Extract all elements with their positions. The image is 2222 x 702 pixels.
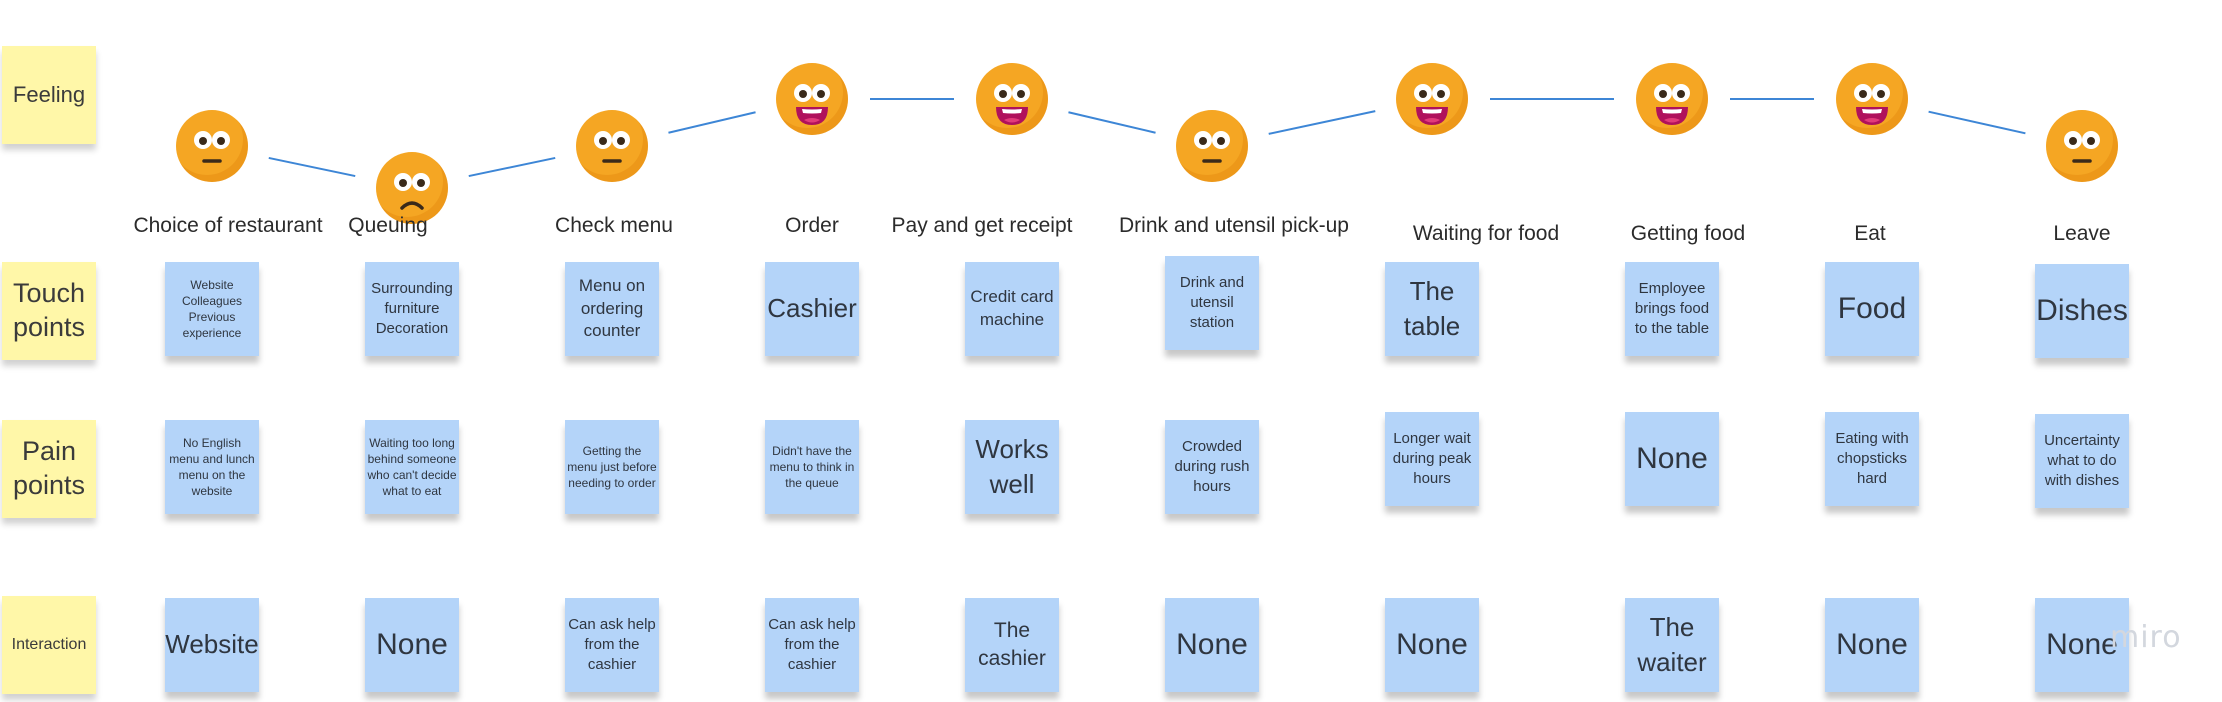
pain-sticky-note[interactable]: Uncertainty what to do with dishes: [2035, 414, 2129, 508]
interaction-sticky-note[interactable]: Website: [165, 598, 259, 692]
touch-sticky-note[interactable]: Surrounding furniture Decoration: [365, 262, 459, 356]
interaction-sticky-text: The waiter: [1637, 611, 1707, 677]
stage-label: Check menu: [555, 214, 673, 237]
miro-watermark: miro: [2110, 620, 2182, 655]
touch-sticky-text: Credit card machine: [970, 287, 1054, 329]
touch-sticky-text: Cashier: [767, 293, 857, 324]
pain-sticky-note[interactable]: Eating with chopsticks hard: [1825, 412, 1919, 506]
emotion-line-segment: [268, 156, 356, 178]
interaction-sticky-text: None: [1176, 627, 1248, 661]
pain-sticky-text: Uncertainty what to do with dishes: [2044, 431, 2120, 490]
touch-sticky-text: Employee brings food to the table: [1634, 279, 1710, 338]
interaction-sticky-text: None: [1836, 627, 1908, 661]
happy-face-icon: [776, 63, 848, 135]
interaction-sticky-note[interactable]: None: [2035, 598, 2129, 692]
touch-sticky-note[interactable]: Drink and utensil station: [1165, 256, 1259, 350]
touch-sticky-note[interactable]: Employee brings food to the table: [1625, 262, 1719, 356]
pain-sticky-text: Waiting too long behind someone who can'…: [367, 435, 457, 499]
touch-sticky-text: Drink and utensil station: [1179, 273, 1245, 332]
pain-sticky-note[interactable]: Works well: [965, 420, 1059, 514]
pain-sticky-text: None: [1636, 441, 1708, 475]
interaction-sticky-text: Can ask help from the cashier: [568, 615, 656, 674]
happy-face-icon: [1636, 63, 1708, 135]
touch-sticky-text: Food: [1837, 291, 1907, 325]
touch-sticky-note[interactable]: Cashier: [765, 262, 859, 356]
touch-sticky-text: The table: [1403, 275, 1461, 341]
emotion-line-segment: [1268, 110, 1376, 135]
touch-sticky-note[interactable]: Menu on ordering counter: [565, 262, 659, 356]
row-label-feeling: Feeling: [2, 46, 96, 144]
neutral-face-icon: [1176, 110, 1248, 182]
stage-label: Pay and get receipt: [891, 214, 1073, 237]
pain-sticky-text: Longer wait during peak hours: [1392, 429, 1472, 488]
pain-sticky-note[interactable]: Waiting too long behind someone who can'…: [365, 420, 459, 514]
neutral-face-icon: [2046, 110, 2118, 182]
happy-face-icon: [976, 63, 1048, 135]
interaction-sticky-text: None: [1396, 627, 1468, 661]
pain-sticky-note[interactable]: No English menu and lunch menu on the we…: [165, 420, 259, 514]
emotion-line-segment: [468, 156, 556, 178]
pain-sticky-text: Works well: [975, 433, 1049, 499]
worried-face-icon: [376, 152, 448, 224]
neutral-face-icon: [176, 110, 248, 182]
touch-sticky-note[interactable]: Website Colleagues Previous experience: [165, 262, 259, 356]
interaction-sticky-text: None: [2046, 627, 2118, 661]
stage-label: Getting food: [1630, 222, 1746, 245]
pain-sticky-note[interactable]: Didn't have the menu to think in the que…: [765, 420, 859, 514]
touch-sticky-text: Surrounding furniture Decoration: [371, 279, 453, 338]
pain-sticky-text: Didn't have the menu to think in the que…: [769, 443, 855, 491]
interaction-sticky-text: None: [376, 627, 448, 661]
touch-sticky-text: Dishes: [2036, 293, 2128, 327]
interaction-sticky-note[interactable]: The waiter: [1625, 598, 1719, 692]
touch-sticky-text: Website Colleagues Previous experience: [181, 277, 243, 341]
stage-label: Choice of restaurant: [133, 214, 323, 237]
interaction-sticky-text: Can ask help from the cashier: [768, 615, 856, 674]
row-label-touch: Touch points: [2, 262, 96, 360]
interaction-sticky-note[interactable]: None: [1165, 598, 1259, 692]
emotion-line-segment: [668, 111, 756, 134]
pain-sticky-text: Getting the menu just before needing to …: [567, 443, 657, 491]
interaction-sticky-note[interactable]: None: [1825, 598, 1919, 692]
interaction-sticky-note[interactable]: Can ask help from the cashier: [765, 598, 859, 692]
pain-sticky-note[interactable]: Longer wait during peak hours: [1385, 412, 1479, 506]
touch-sticky-note[interactable]: Dishes: [2035, 264, 2129, 358]
pain-sticky-text: No English menu and lunch menu on the we…: [169, 435, 255, 499]
interaction-sticky-note[interactable]: The cashier: [965, 598, 1059, 692]
interaction-sticky-text: Website: [165, 629, 259, 660]
pain-sticky-text: Eating with chopsticks hard: [1835, 429, 1909, 488]
emotion-line-segment: [1928, 110, 2026, 135]
pain-sticky-note[interactable]: None: [1625, 412, 1719, 506]
stage-label: Leave: [2053, 222, 2111, 245]
stage-label: Drink and utensil pick-up: [1119, 214, 1349, 237]
stage-label: Eat: [1854, 222, 1886, 245]
pain-sticky-note[interactable]: Getting the menu just before needing to …: [565, 420, 659, 514]
row-label-pain: Pain points: [2, 420, 96, 518]
pain-sticky-note[interactable]: Crowded during rush hours: [1165, 420, 1259, 514]
happy-face-icon: [1396, 63, 1468, 135]
interaction-sticky-note[interactable]: None: [365, 598, 459, 692]
interaction-sticky-note[interactable]: None: [1385, 598, 1479, 692]
happy-face-icon: [1836, 63, 1908, 135]
neutral-face-icon: [576, 110, 648, 182]
stage-label: Order: [785, 214, 839, 237]
pain-sticky-text: Crowded during rush hours: [1174, 437, 1250, 496]
touch-sticky-text: Menu on ordering counter: [578, 275, 646, 341]
touch-sticky-note[interactable]: The table: [1385, 262, 1479, 356]
stage-label: Queuing: [348, 214, 428, 237]
emotion-line-segment: [1068, 111, 1156, 134]
touch-sticky-note[interactable]: Credit card machine: [965, 262, 1059, 356]
interaction-sticky-text: The cashier: [978, 618, 1046, 670]
touch-sticky-note[interactable]: Food: [1825, 262, 1919, 356]
interaction-sticky-note[interactable]: Can ask help from the cashier: [565, 598, 659, 692]
row-label-interaction: Interaction: [2, 596, 96, 694]
stage-label: Waiting for food: [1412, 222, 1560, 245]
